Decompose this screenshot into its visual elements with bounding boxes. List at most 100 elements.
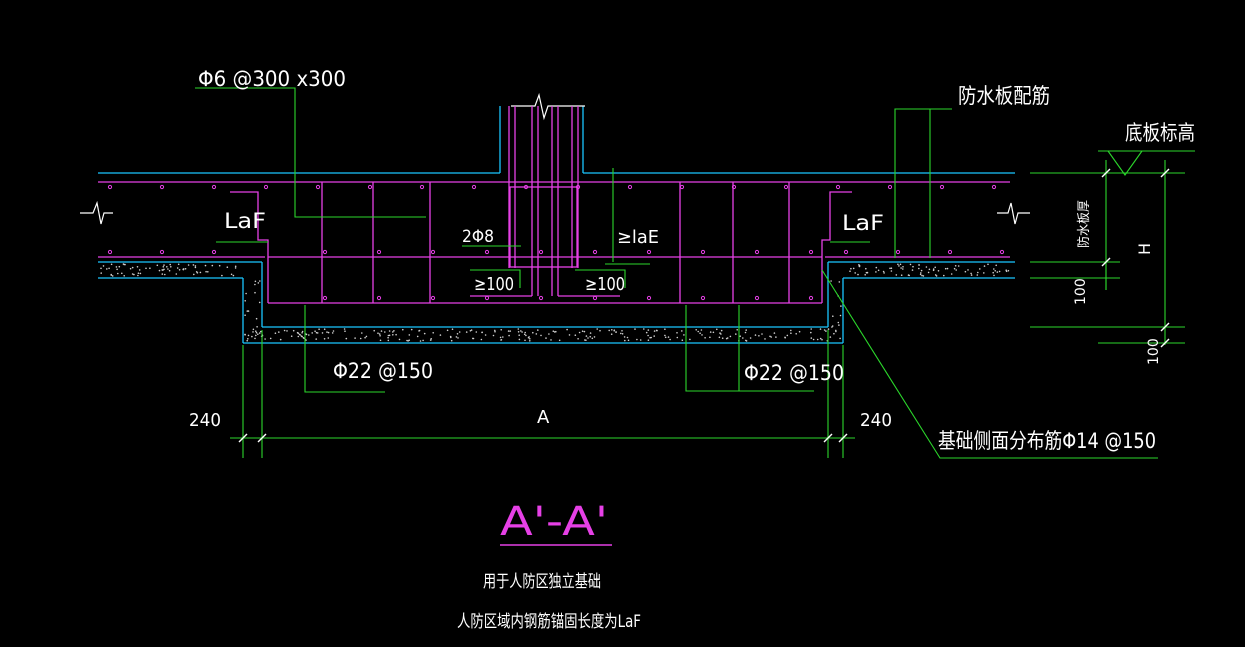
hatch-dot — [245, 292, 247, 295]
rebar-section-dot — [322, 295, 328, 301]
hatch-dot — [494, 329, 496, 332]
hatch-dot — [716, 328, 718, 331]
hatch-dot — [944, 267, 947, 270]
hatch-dot — [890, 270, 893, 272]
hatch-dot — [446, 329, 449, 332]
hatch-dot — [106, 268, 108, 270]
rebar-section-dot — [538, 249, 544, 255]
hatch-dot — [545, 337, 547, 339]
hatch-dot — [301, 332, 303, 334]
rebar-section-dot — [835, 184, 841, 190]
hatch-dot — [718, 336, 721, 339]
hatch-dot — [928, 268, 931, 271]
hatch-dot — [407, 340, 409, 342]
dim-a-label: A — [537, 407, 550, 428]
hatch-dot — [244, 333, 246, 336]
hatch-dot — [537, 329, 539, 331]
hatch-dot — [919, 273, 922, 276]
rebar-section-dot — [939, 184, 945, 190]
hatch-dot — [258, 301, 261, 304]
hatch-dot — [247, 310, 250, 312]
hatch-dot — [111, 275, 114, 277]
rebar-section-dot — [159, 184, 165, 190]
hatch-dot — [257, 333, 259, 336]
hatch-dot — [850, 267, 852, 270]
dim-h-label: H — [1135, 243, 1154, 255]
hatch-dot — [754, 334, 757, 336]
stirrup-label: 2Φ8 — [462, 227, 494, 247]
hatch-dot — [410, 328, 413, 331]
hatch-dot — [255, 317, 258, 320]
hatch-dot — [108, 267, 110, 270]
hatch-dot — [283, 329, 286, 332]
hatch-dot — [786, 334, 789, 337]
hatch-dot — [934, 266, 936, 269]
hatch-dot — [254, 337, 256, 340]
hatch-dot — [742, 337, 744, 339]
hatch-dot — [725, 337, 728, 340]
hatch-dot — [133, 273, 135, 276]
hatch-dot — [187, 264, 190, 266]
hatch-dot — [689, 338, 691, 341]
hatch-dot — [432, 332, 435, 334]
hatch-dot — [247, 338, 249, 340]
hatch-dot — [577, 338, 579, 340]
hatch-dot — [115, 266, 118, 268]
hatch-dot — [895, 274, 898, 276]
hatch-dot — [983, 265, 986, 267]
rebar-section-dot — [808, 249, 814, 255]
hatch-dot — [819, 337, 822, 340]
hatch-dot — [255, 331, 258, 334]
hatch-dot — [121, 272, 123, 275]
hatch-dot — [700, 329, 703, 331]
hatch-dot — [927, 271, 930, 274]
hatch-dot — [825, 330, 827, 332]
hatch-dot — [194, 266, 197, 269]
hatch-dot — [907, 274, 910, 276]
hatch-dot — [983, 272, 985, 274]
rebar-section-dot — [700, 295, 706, 301]
hatch-dot — [987, 263, 989, 266]
hatch-dot — [954, 265, 957, 267]
hatch-dot — [866, 271, 868, 274]
hatch-dot — [645, 331, 648, 334]
hatch-dot — [278, 331, 280, 333]
hatch-dot — [416, 335, 419, 338]
hatch-dot — [177, 263, 180, 266]
hatch-dot — [169, 263, 171, 266]
hatch-dot — [251, 335, 253, 338]
hatch-dot — [508, 334, 510, 337]
hatch-dot — [354, 337, 356, 339]
hatch-dot — [709, 336, 711, 339]
hatch-dot — [593, 336, 596, 338]
hatch-dot — [920, 272, 922, 274]
rebar-section-dot — [575, 184, 581, 190]
hatch-dot — [456, 333, 459, 335]
hatch-dot — [167, 268, 169, 270]
notes: 用于人防区独立基础 人防区域内钢筋锚固长度为LaF — [457, 572, 641, 632]
hatch-dot — [695, 329, 697, 331]
hatch-dot — [918, 267, 920, 270]
hatch-dot — [388, 334, 391, 337]
hatch-dot — [955, 269, 957, 271]
hatch-dot — [387, 336, 389, 339]
hatch-dot — [950, 273, 953, 275]
hatch-dot — [529, 338, 531, 340]
hatch-dot — [735, 333, 737, 335]
bedding-hatch — [100, 263, 1010, 342]
hatch-dot — [957, 265, 960, 267]
hatch-dot — [721, 337, 724, 340]
hatch-dot — [620, 332, 622, 335]
rebar-section-dot — [808, 295, 814, 301]
hatch-dot — [305, 339, 307, 341]
hatch-dot — [364, 336, 366, 339]
hatch-dot — [964, 270, 967, 273]
slab-elevation-label: 底板标高 — [1125, 121, 1195, 145]
hatch-dot — [970, 272, 972, 275]
hatch-dot — [470, 329, 473, 331]
hatch-dot — [835, 330, 837, 333]
hatch-dot — [149, 267, 151, 270]
hatch-dot — [230, 273, 233, 276]
hatch-dot — [568, 334, 571, 336]
hatch-dot — [838, 324, 840, 326]
